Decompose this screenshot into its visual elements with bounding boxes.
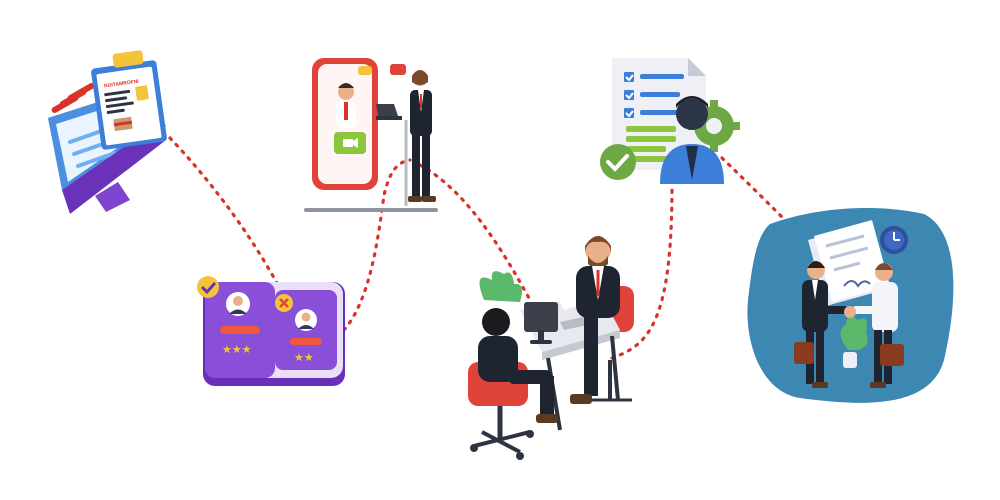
handshake-contract-icon: [747, 208, 954, 403]
resume-document: NOITAMROFNI: [91, 50, 167, 150]
connector-video-interview: [418, 163, 532, 302]
candidate-avatar: [226, 292, 250, 316]
checklist-document-icon: [600, 58, 740, 184]
rating-stars-icon: ★★★ ★★: [222, 343, 314, 364]
resume-monitor-icon: NOITAMROFNI: [48, 50, 167, 214]
connector-application-screening: [168, 136, 280, 287]
checkbox-icon: [624, 72, 634, 118]
connector-evaluation-agreement: [720, 156, 792, 227]
chat-bubble-icon: [390, 64, 406, 75]
candidate-avatar: [295, 309, 317, 331]
approved-check-icon: [600, 144, 636, 180]
candidate-cards-icon: ★★★ ★★: [197, 276, 345, 386]
video-call-presenter-icon: [304, 58, 438, 212]
svg-text:★★: ★★: [294, 351, 314, 364]
svg-text:★★★: ★★★: [222, 343, 252, 356]
evaluator-avatar: [660, 96, 724, 184]
chat-bubble-icon: [358, 66, 372, 75]
connector-interview-evaluation: [610, 183, 674, 360]
check-badge-icon: [197, 276, 219, 298]
resume-heading: NOITAMROFNI: [104, 79, 140, 90]
clock-icon: [880, 226, 908, 254]
interview-desk-icon: [468, 236, 634, 460]
